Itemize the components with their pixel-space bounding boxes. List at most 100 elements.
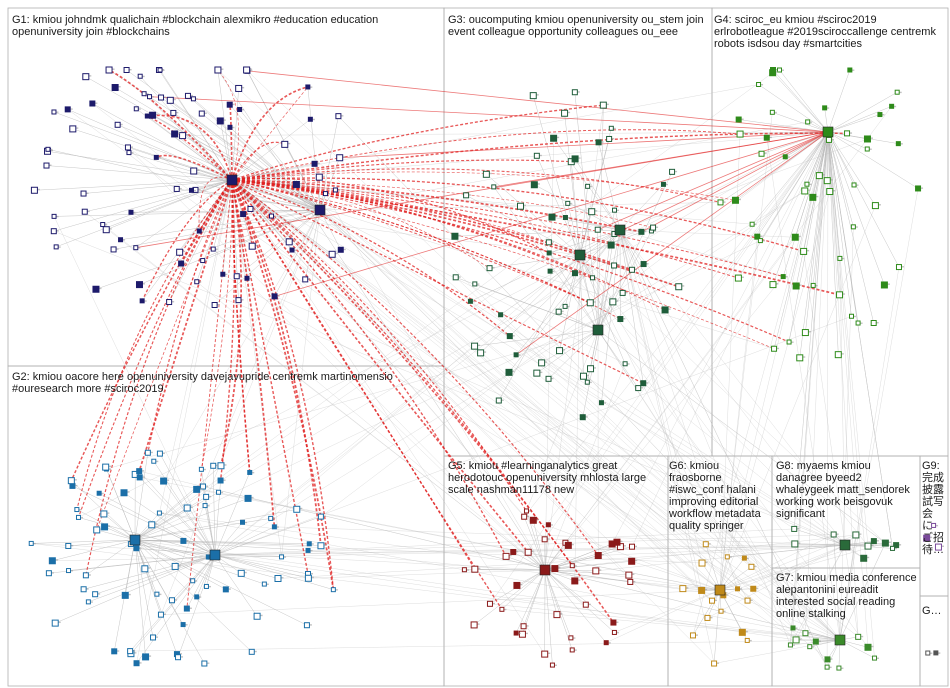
vertex-g1 [80, 190, 87, 197]
edge [134, 209, 615, 541]
vertex-g2 [121, 591, 129, 599]
edge [790, 131, 829, 645]
edge [106, 179, 233, 230]
hub-vertex-g3 [592, 324, 604, 336]
edge [214, 554, 258, 617]
hub-vertex-g8 [839, 539, 851, 551]
edge-highlight [339, 131, 829, 159]
edge [827, 131, 875, 659]
vertex-g3 [463, 192, 470, 199]
vertex-g1 [135, 281, 143, 289]
edge [84, 179, 233, 212]
edge [105, 467, 136, 541]
vertex-g2 [74, 507, 80, 513]
vertex-g1 [305, 84, 311, 90]
edge-highlight [231, 168, 721, 203]
vertex-g9 [934, 543, 942, 551]
vertex-g2 [279, 554, 285, 560]
edge-highlight [217, 69, 239, 181]
vertex-g2 [261, 581, 267, 587]
vertex-g6 [724, 554, 730, 560]
vertex-g2 [133, 660, 140, 667]
hub-vertex-g3 [574, 249, 586, 261]
vertex-g4 [782, 154, 788, 160]
vertex-g4 [855, 320, 861, 326]
vertex-g4 [717, 199, 724, 206]
vertex-g4 [895, 264, 902, 271]
vertex-g5 [541, 536, 548, 543]
edge [827, 131, 900, 268]
edge [135, 179, 233, 248]
vertex-g4 [749, 221, 755, 227]
vertex-g3 [571, 155, 579, 163]
edge-highlight [231, 179, 503, 610]
edge-highlight [231, 179, 591, 304]
vertex-g1 [196, 228, 202, 234]
vertex-g1 [118, 237, 124, 243]
vertex-g3 [562, 303, 568, 309]
edge [738, 119, 829, 133]
edge [772, 131, 829, 285]
edge [134, 452, 149, 541]
vertex-g3 [565, 200, 571, 206]
vertex-g3 [640, 380, 647, 387]
edge [85, 539, 136, 576]
vertex-g3 [486, 265, 493, 272]
vertex-g2 [141, 565, 149, 573]
vertex-g3 [585, 183, 591, 189]
vertex-g7 [864, 643, 872, 651]
vertex-g6 [748, 563, 755, 570]
vertex-g7 [855, 633, 862, 640]
vertex-g3 [669, 168, 676, 175]
group-label-g3: G3: oucomputing kmiou openuniversity ou_… [448, 14, 704, 38]
group-label-g5: G5: kmiou #learninganalytics great herod… [448, 460, 647, 496]
edge [833, 534, 841, 641]
edge [54, 209, 321, 217]
vertex-g4 [804, 181, 810, 187]
edge [134, 72, 773, 541]
vertex-g7 [836, 665, 842, 671]
vertex-g8 [881, 539, 889, 547]
vertex-g2 [200, 483, 207, 490]
edge [523, 516, 546, 571]
vertex-g4 [758, 150, 765, 157]
vertex-g9 [931, 522, 937, 528]
vertex-g4 [864, 146, 870, 152]
edge [53, 231, 846, 546]
edge-highlight [231, 179, 529, 553]
edge [319, 209, 859, 638]
edge [319, 209, 713, 601]
vertex-g2 [80, 586, 87, 593]
vertex-g1 [105, 66, 113, 74]
group-panels [7, 7, 949, 687]
vertex-g5 [486, 600, 493, 607]
edge [713, 589, 721, 664]
vertex-g3 [635, 385, 642, 392]
vertex-g2 [160, 477, 168, 485]
vertex-g2 [150, 634, 157, 641]
vertex-g3 [482, 170, 490, 178]
edge [597, 329, 794, 629]
vertex-g7 [824, 656, 831, 663]
vertex-g1 [220, 271, 226, 277]
hub-vertex-g2 [209, 549, 221, 561]
vertex-g5 [471, 565, 479, 573]
vertex-g1 [248, 242, 256, 250]
edge-highlight [231, 179, 654, 228]
edge [590, 302, 841, 641]
edge-highlight [231, 159, 572, 181]
edge [46, 165, 233, 181]
edge [579, 254, 584, 377]
hub-vertex-g5 [539, 564, 551, 576]
edge [55, 554, 216, 624]
edge [598, 142, 621, 231]
edge [465, 195, 581, 256]
vertex-g1 [198, 110, 205, 117]
vertex-g4 [810, 282, 816, 288]
edge [117, 124, 321, 211]
vertex-g2 [268, 515, 274, 521]
edge [772, 69, 829, 133]
edge [579, 138, 610, 256]
vertex-g1 [133, 106, 139, 112]
edge [130, 639, 841, 652]
